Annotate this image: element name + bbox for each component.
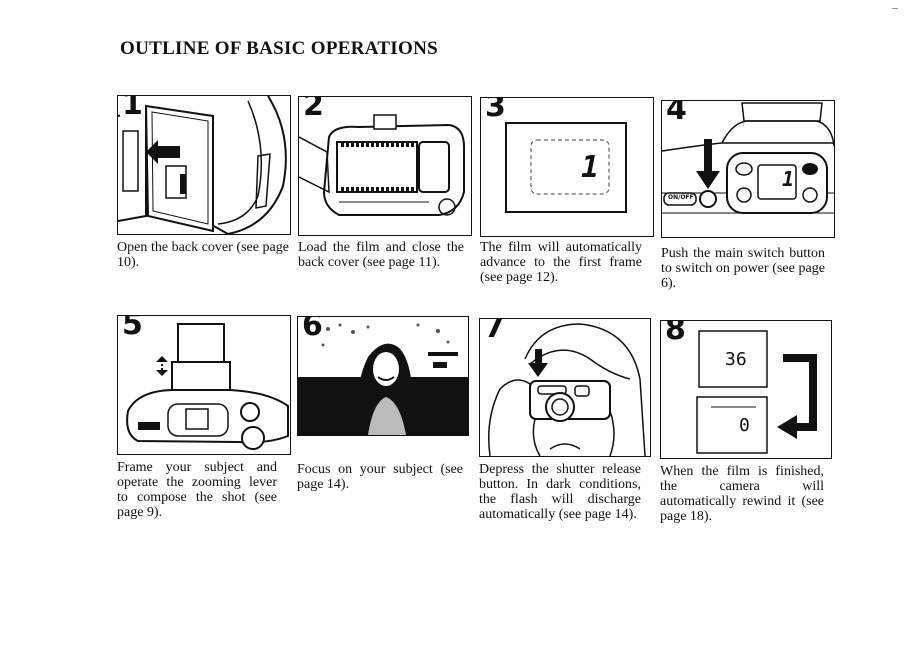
on-off-label: ON/OFF (668, 194, 694, 201)
display-bottom-value: 0 (739, 415, 750, 436)
frame-counter-value: 1 (581, 150, 600, 185)
display-top-value: 36 (725, 349, 747, 370)
step-6-illustration: 6 (297, 316, 469, 436)
step-6-caption: Focus on your subject (see page 14). (297, 462, 463, 492)
step-number: 6 (300, 317, 325, 341)
step-8-illustration: 8 36 0 (660, 320, 832, 459)
camera-top-main-switch-icon (662, 102, 834, 214)
step-number: 8 (663, 321, 688, 345)
step-1-caption: Open the back cover (see page 10). (117, 240, 289, 270)
step-4-caption: Push the main switch button to switch on… (661, 246, 825, 291)
step-3-illustration: 3 1 (480, 97, 654, 237)
step-2-illustration: 2 (298, 96, 472, 236)
step-5-illustration: 5 (117, 315, 291, 455)
portrait-photo-icon (298, 317, 468, 435)
rewind-display-icon (696, 330, 817, 454)
page-title: OUTLINE OF BASIC OPERATIONS (120, 38, 438, 59)
camera-zoom-lens-icon (126, 323, 289, 450)
step-number: 7 (482, 319, 507, 343)
step-5-caption: Frame your subject and operate the zoomi… (117, 460, 277, 520)
step-4-illustration: 4 ON/OFF 1 (661, 100, 835, 238)
step-number: 5 (120, 316, 145, 340)
step-8-caption: When the film is finished, the camera wi… (660, 464, 824, 524)
camera-film-chamber-icon (299, 114, 465, 216)
step-number: 3 (483, 98, 508, 122)
step-number: 4 (664, 101, 689, 125)
person-pressing-shutter-icon (488, 323, 646, 456)
step-7-caption: Depress the shutter release button. In d… (479, 462, 641, 522)
step-3-caption: The film will automatically advance to t… (480, 240, 642, 285)
scan-mark (892, 8, 898, 9)
step-number: 1 (120, 96, 145, 120)
lcd-value: 1 (782, 167, 795, 191)
camera-back-cover-icon (118, 96, 287, 234)
step-7-illustration: 7 (479, 318, 651, 457)
step-1-illustration: 1 (117, 95, 291, 235)
frame-counter-lcd-icon (505, 122, 627, 213)
step-number: 2 (301, 97, 326, 121)
step-2-caption: Load the film and close the back cover (… (298, 240, 464, 270)
